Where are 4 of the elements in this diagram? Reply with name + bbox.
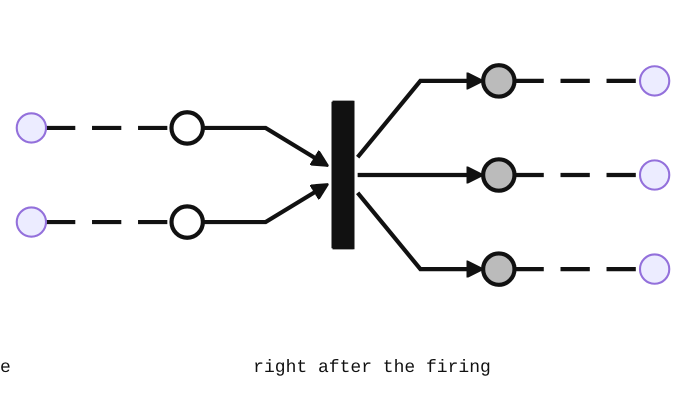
caption-text: right after the firing <box>253 358 491 378</box>
arrow <box>202 126 330 167</box>
caption-text: e <box>0 358 11 378</box>
arrow <box>202 183 330 224</box>
